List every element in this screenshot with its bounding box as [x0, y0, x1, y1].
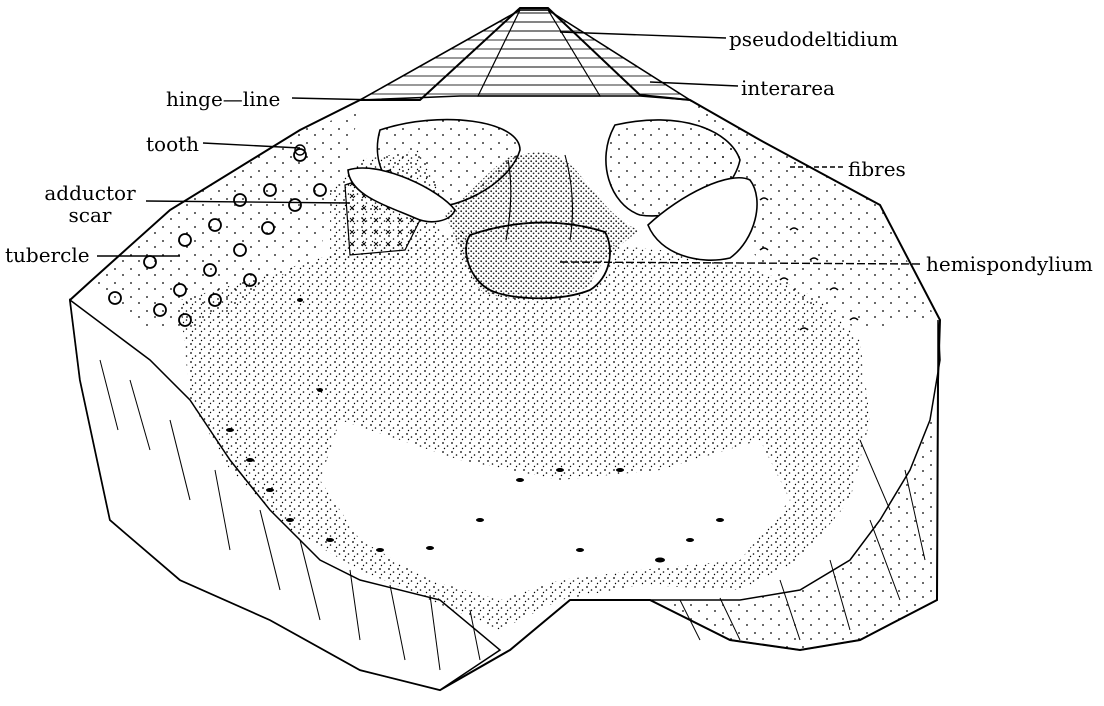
label-tubercle: tubercle [5, 244, 90, 266]
label-adductor-scar: adductor scar [34, 182, 146, 226]
label-adductor-line1: adductor [34, 182, 146, 204]
label-fibres: fibres [848, 158, 906, 180]
label-hinge-line: hinge—line [166, 88, 280, 110]
label-adductor-line2: scar [34, 204, 146, 226]
label-tooth: tooth [146, 133, 199, 155]
label-pseudodeltidium: pseudodeltidium [729, 28, 898, 50]
label-hemispondylium: hemispondylium [926, 253, 1093, 275]
label-interarea: interarea [741, 77, 835, 99]
